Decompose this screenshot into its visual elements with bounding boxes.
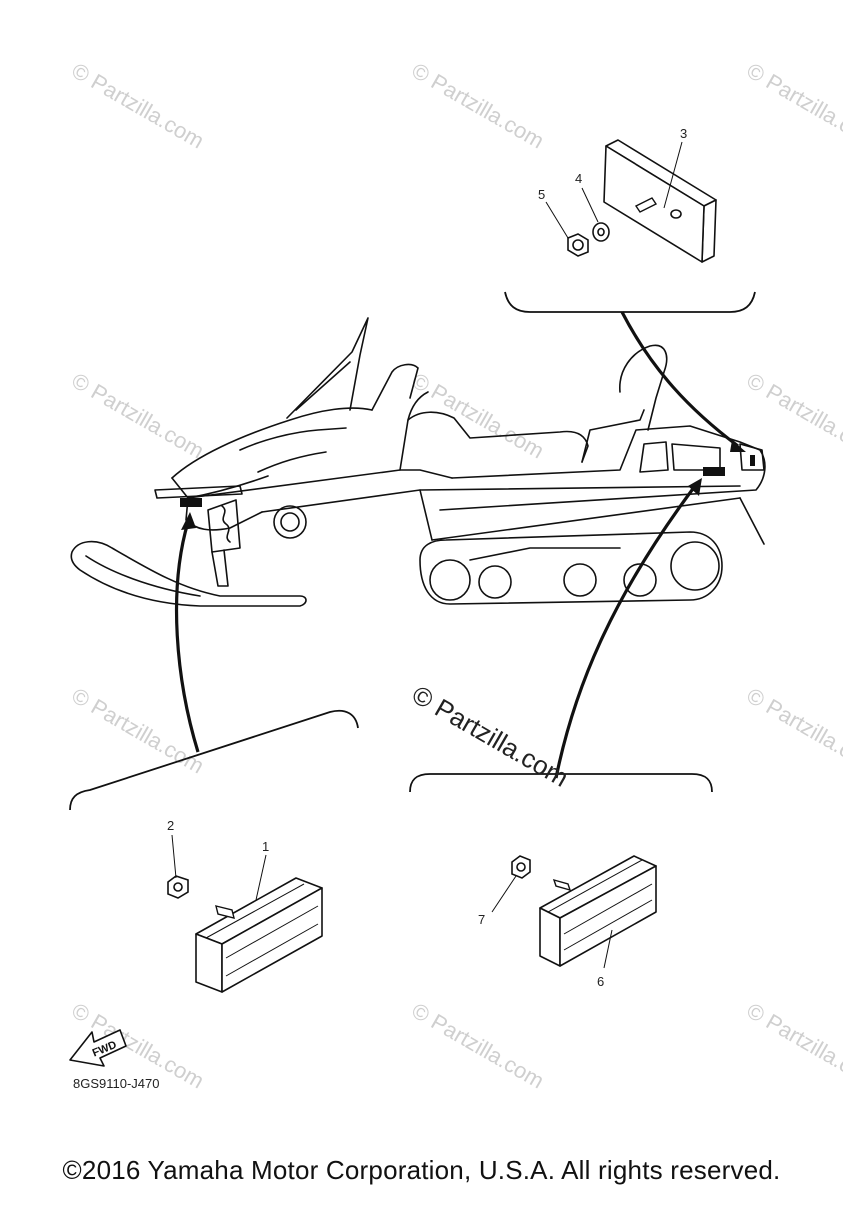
rear-light-marker <box>750 455 755 466</box>
watermark: © Partzilla.com <box>743 683 843 779</box>
watermark: © Partzilla.com <box>408 998 549 1094</box>
part-1-reflector <box>196 878 322 992</box>
watermark: © Partzilla.com <box>408 368 549 464</box>
watermark-layer: © Partzilla.com © Partzilla.com © Partzi… <box>68 58 843 1094</box>
part-code: 8GS9110-J470 <box>73 1076 160 1091</box>
snowmobile-illustration <box>71 318 765 606</box>
part-6-reflector <box>540 856 656 966</box>
callout-number: 4 <box>575 171 582 186</box>
callout-lines <box>172 142 682 968</box>
watermark: © Partzilla.com <box>408 58 549 154</box>
callout-number: 2 <box>167 818 174 833</box>
callout-number: 1 <box>262 839 269 854</box>
copyright-notice: ©2016 Yamaha Motor Corporation, U.S.A. A… <box>0 1155 843 1186</box>
watermark: © Partzilla.com <box>68 368 209 464</box>
watermark: © Partzilla.com <box>68 58 209 154</box>
part-3-plate <box>604 140 716 262</box>
front-reflector-marker <box>180 498 202 507</box>
detail-brackets <box>70 292 755 810</box>
part-4-washer <box>593 223 609 241</box>
part-2-nut <box>168 876 188 898</box>
watermark: © Partzilla.com <box>743 998 843 1094</box>
callout-number: 7 <box>478 912 485 927</box>
part-5-nut <box>568 234 588 256</box>
rear-reflector-marker <box>703 467 725 476</box>
callout-number: 6 <box>597 974 604 989</box>
watermark: © Partzilla.com <box>68 683 209 779</box>
callout-number: 3 <box>680 126 687 141</box>
part-6-stud <box>554 880 570 890</box>
center-watermark: © Partzilla.com <box>407 679 574 793</box>
part-7-nut <box>512 856 530 878</box>
part-1-stud <box>216 906 234 918</box>
watermark: © Partzilla.com <box>743 58 843 154</box>
callout-number: 5 <box>538 187 545 202</box>
arrowheads <box>181 440 746 530</box>
